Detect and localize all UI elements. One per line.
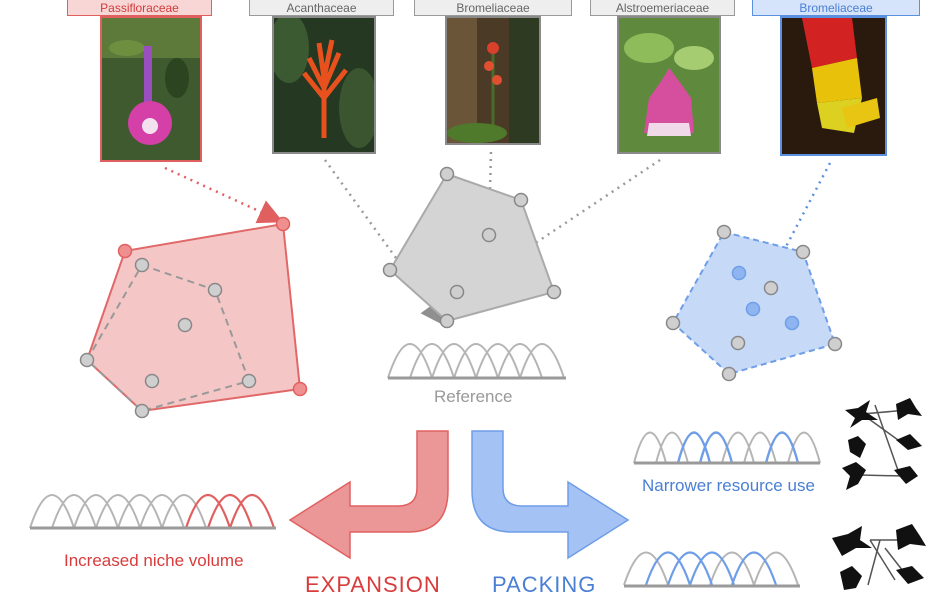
packed-niche-polygon (665, 224, 843, 382)
hummingbird-icon (842, 462, 866, 490)
hummingbird-icon (896, 434, 922, 450)
packing-arrow (471, 430, 630, 560)
flower-photo-bromeliaceae-grey (445, 16, 541, 145)
photo-connectors (164, 151, 832, 327)
hummingbird-icon (845, 400, 878, 428)
expansion-label: EXPANSION (305, 572, 441, 597)
hummingbird-icon (832, 526, 872, 556)
hummingbird-icon (894, 466, 918, 484)
family-label-alstroemeriaceae: Alstroemeriaceae (590, 0, 735, 16)
reference-label: Reference (434, 387, 513, 406)
hummingbird-icon (848, 436, 866, 458)
expanded-niche-polygon (79, 216, 308, 419)
flower-photo-passifloraceae (100, 16, 202, 162)
family-label-passifloraceae: Passifloraceae (67, 0, 212, 16)
flower-photo-acanthaceae (272, 16, 376, 154)
flower-photo-bromeliaceae-blue (780, 16, 887, 156)
flower-photo-alstroemeriaceae (617, 16, 721, 154)
hummingbird-icon (896, 566, 924, 584)
packing-label: PACKING (492, 572, 597, 597)
reference-resource-curves (387, 343, 566, 380)
hummingbird-network-bottom (832, 524, 926, 590)
family-label-bromeliaceae-grey: Bromeliaceae (414, 0, 572, 16)
family-label-bromeliaceae-blue: Bromeliaceae (752, 0, 920, 16)
hummingbird-network-top (842, 398, 922, 490)
reference-niche-polygon (382, 166, 562, 329)
packing-resource-curves (623, 551, 800, 588)
family-label-acanthaceae: Acanthaceae (249, 0, 394, 16)
hummingbird-icon (840, 566, 862, 590)
narrower-resource-use-label: Narrower resource use (642, 476, 815, 495)
expansion-resource-curves (29, 494, 276, 530)
increased-niche-volume-label: Increased niche volume (64, 551, 244, 570)
expansion-arrow (288, 430, 449, 560)
hummingbird-icon (896, 524, 926, 550)
narrower-resource-curves (633, 431, 821, 465)
connector-passifloraceae (164, 166, 284, 224)
hummingbird-icon (896, 398, 922, 420)
